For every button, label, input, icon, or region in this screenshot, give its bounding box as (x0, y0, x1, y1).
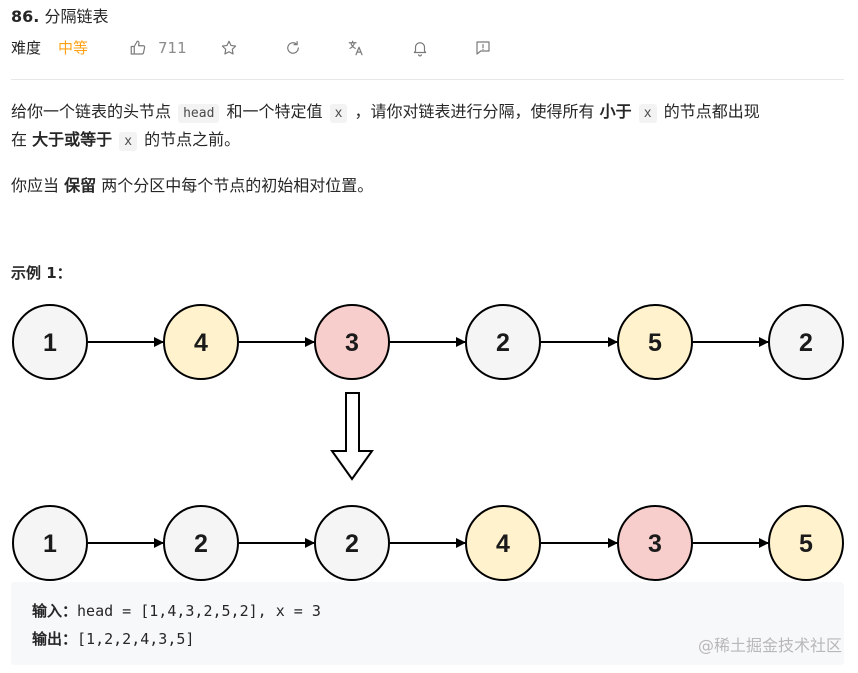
difficulty-badge: 中等 (58, 39, 89, 57)
text-segment: 的节点之前。 (144, 130, 241, 149)
example-input: 输入：head = [1,4,3,2,5,2], x = 3 (32, 600, 321, 621)
linked-list-diagram: 1 4 3 2 5 2 1 2 2 4 3 5 (12, 304, 844, 581)
list-after: 1 2 2 4 3 5 (12, 505, 844, 581)
list-node (617, 304, 693, 380)
text-segment: 两个分区中每个节点的初始相对位置。 (101, 176, 374, 195)
bold-text: 保留 (64, 176, 97, 195)
text-segment: 在 (11, 130, 28, 149)
bold-text: 小于 (599, 102, 632, 121)
watermark: @稀土掘金技术社区 (697, 636, 842, 655)
header-divider (11, 79, 844, 80)
transform-arrow (330, 392, 374, 481)
text-segment: 和一个特定值 (226, 102, 323, 121)
translate-icon[interactable] (345, 36, 367, 60)
bold-text: 大于或等于 (32, 130, 113, 149)
list-node (12, 505, 88, 581)
example-title: 示例 1： (11, 264, 72, 282)
output-label: 输出： (32, 630, 78, 648)
inline-code-x: x (638, 104, 657, 123)
feedback-icon[interactable] (472, 36, 494, 60)
inline-code-x: x (119, 132, 138, 151)
list-node-value: 4 (194, 329, 208, 357)
share-icon[interactable] (282, 36, 304, 60)
list-node (768, 505, 844, 581)
list-node (12, 304, 88, 380)
description-paragraph-1: 给你一个链表的头节点 head 和一个特定值 x ，请你对链表进行分隔，使得所有… (11, 98, 760, 128)
text-segment: 的节点都出现 (663, 102, 760, 121)
input-value: head = [1,4,3,2,5,2], x = 3 (77, 602, 321, 620)
list-node-value: 1 (43, 329, 57, 357)
difficulty-label: 难度 (11, 39, 42, 57)
star-icon[interactable] (218, 36, 240, 60)
description-paragraph-2: 你应当 保留 两个分区中每个节点的初始相对位置。 (11, 172, 373, 200)
list-node (163, 505, 239, 581)
list-node (465, 304, 541, 380)
list-node-value: 4 (496, 530, 510, 558)
list-before: 1 4 3 2 5 2 (12, 304, 844, 380)
text-segment: 给你一个链表的头节点 (11, 102, 172, 121)
list-node-value: 3 (345, 329, 359, 357)
bell-icon[interactable] (409, 36, 431, 60)
list-node-value: 1 (43, 530, 57, 558)
list-node (617, 505, 693, 581)
list-node-value: 5 (799, 530, 813, 558)
input-label: 输入： (32, 602, 78, 620)
list-node-value: 3 (648, 530, 662, 558)
problem-number: 86. (11, 7, 40, 26)
list-node-value: 2 (194, 530, 208, 558)
example-output: 输出：[1,2,2,4,3,5] (32, 628, 194, 649)
inline-code-x: x (329, 104, 348, 123)
text-segment: 你应当 (11, 176, 60, 195)
problem-title: 86. 分隔链表 (11, 3, 108, 27)
description-paragraph-1-cont: 在 大于或等于 x 的节点之前。 (11, 126, 240, 156)
list-node-value: 2 (496, 329, 510, 357)
thumbs-up-icon[interactable] (127, 36, 149, 60)
like-count: 711 (158, 39, 187, 57)
list-node (163, 304, 239, 380)
inline-code-head: head (178, 104, 220, 123)
output-value: [1,2,2,4,3,5] (77, 630, 195, 648)
problem-meta-bar: 难度 中等 711 (11, 36, 851, 60)
example-code-block: 输入：head = [1,4,3,2,5,2], x = 3 输出：[1,2,2… (11, 582, 844, 665)
problem-name: 分隔链表 (44, 7, 109, 26)
list-node (314, 304, 390, 380)
text-segment: ，请你对链表进行分隔，使得所有 (354, 102, 595, 121)
list-node (768, 304, 844, 380)
list-node-value: 5 (648, 329, 662, 357)
list-node (314, 505, 390, 581)
list-node-value: 2 (345, 530, 359, 558)
list-node-value: 2 (799, 329, 813, 357)
list-node (465, 505, 541, 581)
